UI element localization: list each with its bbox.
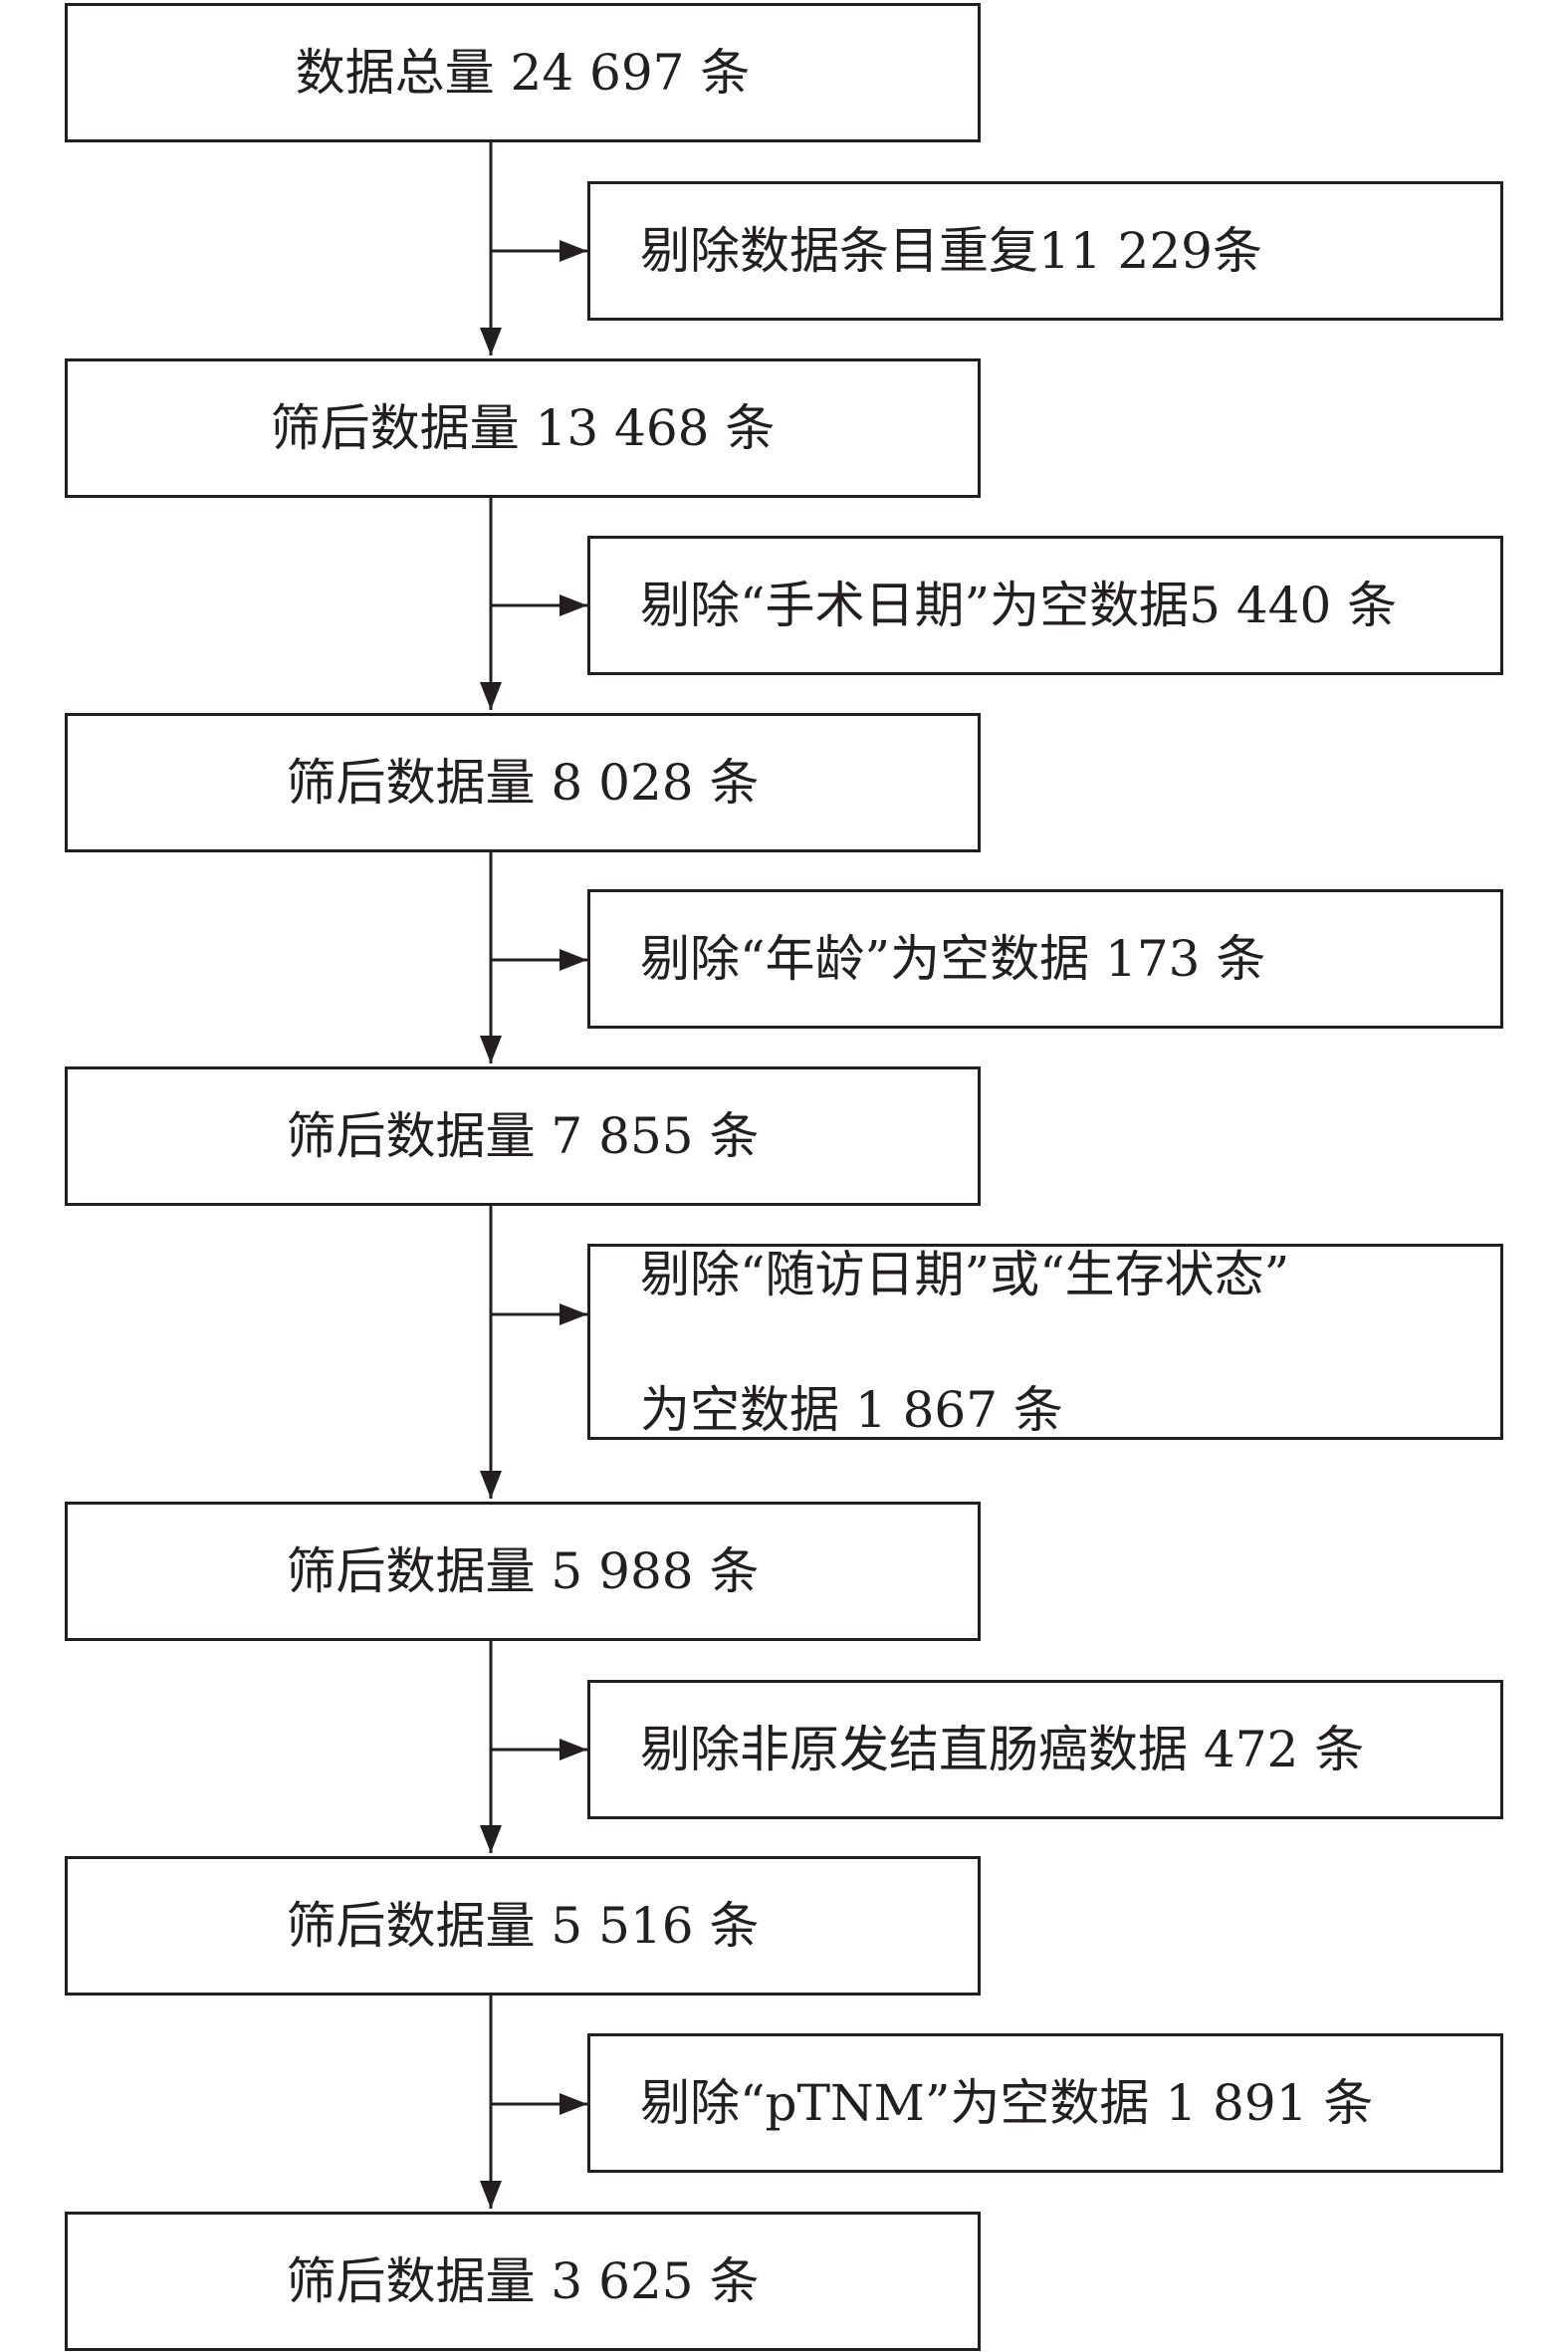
exclusion-label: 剔除数据条目重复11 229条	[640, 222, 1262, 280]
exclusion-box: 剔除非原发结直肠癌数据 472 条	[587, 1680, 1503, 1819]
step-box: 筛后数据量 8 028 条	[65, 713, 981, 852]
exclusion-box: 剔除“年龄”为空数据 173 条	[587, 889, 1503, 1029]
step-box: 筛后数据量 7 855 条	[65, 1066, 981, 1206]
exclusion-box: 剔除“随访日期”或“生存状态” 为空数据 1 867 条	[587, 1244, 1503, 1440]
step-label: 筛后数据量 7 855 条	[286, 1107, 760, 1165]
step-label: 筛后数据量 5 988 条	[286, 1542, 760, 1600]
exclusion-box: 剔除数据条目重复11 229条	[587, 181, 1503, 321]
exclusion-label: 剔除非原发结直肠癌数据 472 条	[640, 1721, 1365, 1778]
step-label: 筛后数据量 3 625 条	[286, 2252, 760, 2310]
exclusion-label-line: 剔除“随访日期”或“生存状态”	[640, 1245, 1290, 1303]
exclusion-box: 剔除“pTNM”为空数据 1 891 条	[587, 2033, 1503, 2173]
step-box-total: 数据总量 24 697 条	[65, 3, 981, 142]
step-label: 筛后数据量 5 516 条	[286, 1897, 760, 1955]
exclusion-label-line: 为空数据 1 867 条	[640, 1380, 1063, 1439]
exclusion-box: 剔除“手术日期”为空数据5 440 条	[587, 536, 1503, 675]
step-label: 筛后数据量 8 028 条	[286, 754, 760, 812]
step-label: 筛后数据量 13 468 条	[270, 399, 776, 457]
step-box-final: 筛后数据量 3 625 条	[65, 2212, 981, 2351]
step-label: 数据总量 24 697 条	[295, 44, 751, 102]
step-box: 筛后数据量 5 516 条	[65, 1856, 981, 1996]
step-box: 筛后数据量 13 468 条	[65, 358, 981, 498]
exclusion-label: 剔除“pTNM”为空数据 1 891 条	[640, 2074, 1374, 2132]
exclusion-label: 剔除“手术日期”为空数据5 440 条	[640, 577, 1398, 634]
step-box: 筛后数据量 5 988 条	[65, 1502, 981, 1641]
exclusion-label: 剔除“随访日期”或“生存状态” 为空数据 1 867 条	[640, 1173, 1289, 1512]
exclusion-label: 剔除“年龄”为空数据 173 条	[640, 930, 1266, 988]
